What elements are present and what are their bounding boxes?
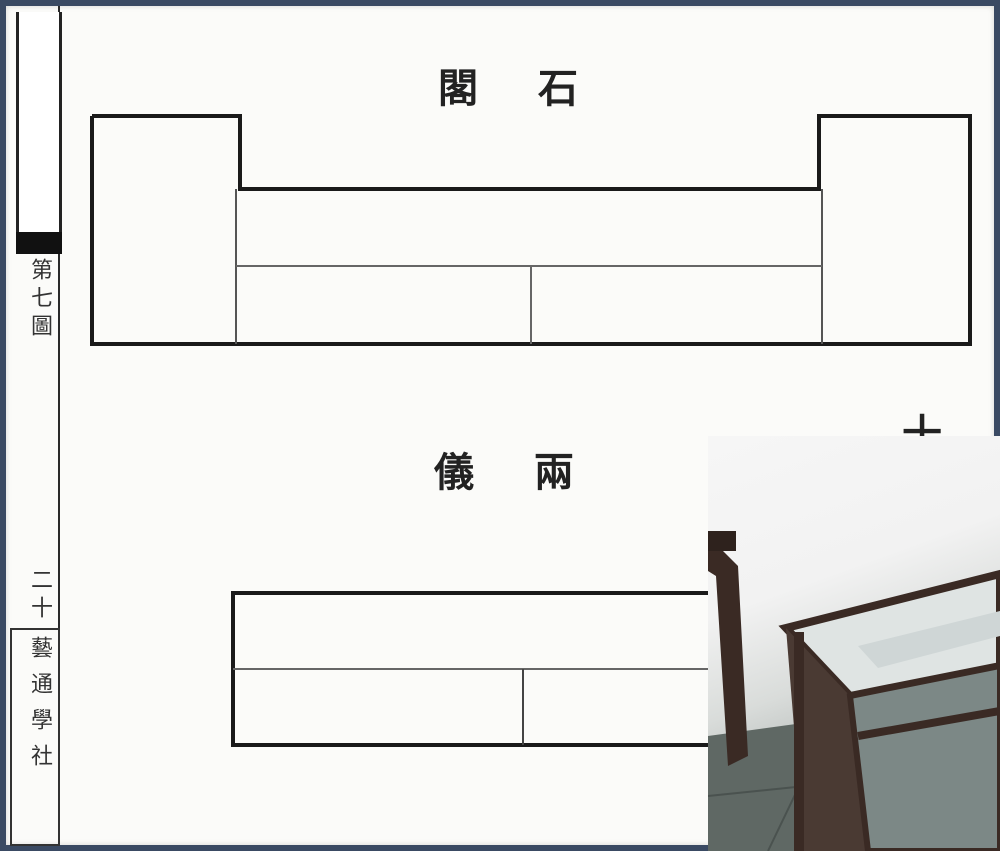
top-diagram-title: 閣石	[438, 65, 638, 112]
glass-case-drawing	[708, 531, 1000, 851]
margin-publisher: 藝通學社	[27, 636, 52, 780]
document-page: 第七圖 二十 藝通學社 閣石 儀兩 十	[6, 6, 994, 846]
left-case-frame	[708, 536, 748, 766]
top-plan-outline	[90, 114, 972, 346]
case-glass-top	[778, 569, 1000, 701]
case-body	[786, 628, 868, 851]
bottom-diagram-title: 儀兩	[434, 449, 634, 496]
margin-fishtail-mark	[16, 232, 62, 254]
margin-figure-label: 第七圖	[27, 258, 52, 342]
margin-page-number: 二十	[27, 568, 52, 624]
margin-rule	[58, 6, 60, 845]
margin-block	[16, 12, 62, 239]
margin-publisher-box	[10, 628, 60, 846]
glass-case-photo	[708, 436, 1000, 851]
